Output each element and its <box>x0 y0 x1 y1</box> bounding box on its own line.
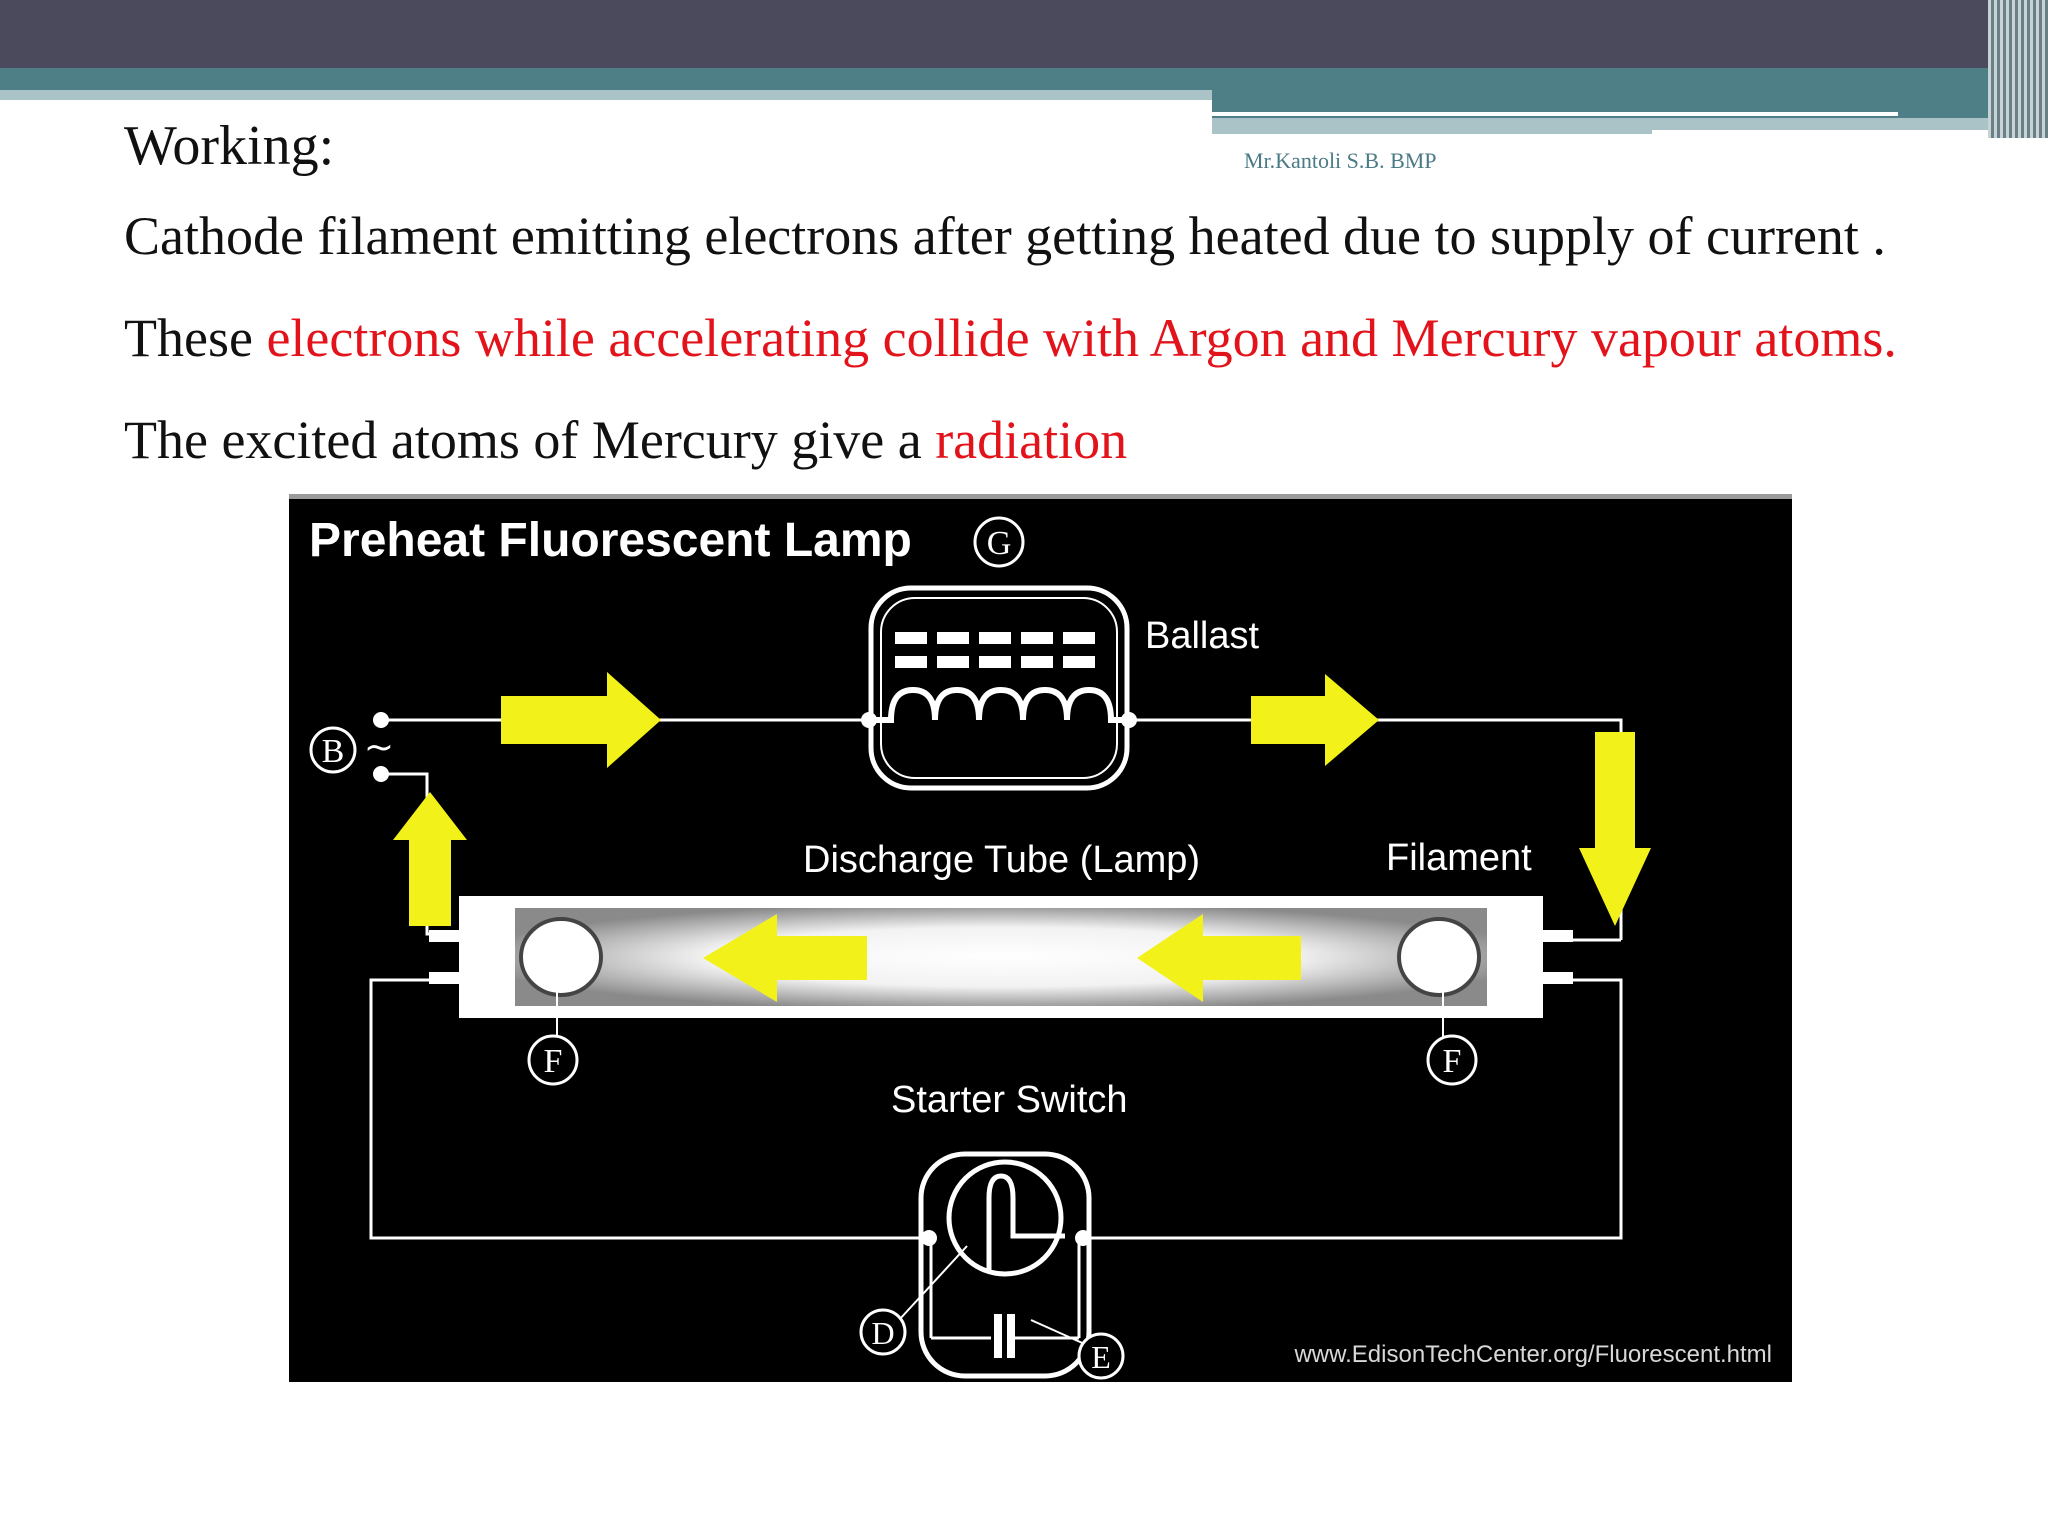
line3-highlight: radiation <box>935 410 1128 470</box>
tube-arrow-left-1 <box>703 914 867 1002</box>
marker-f-right: F <box>1443 1043 1462 1080</box>
arrow-right-1 <box>501 672 661 768</box>
arrow-right-2 <box>1251 674 1379 766</box>
ac-source-symbol: ~ <box>364 727 394 768</box>
marker-e-circle <box>1077 1332 1125 1380</box>
marker-d-circle <box>859 1308 907 1356</box>
source-terminal-bottom <box>373 766 389 782</box>
marker-f-left-circle <box>527 1034 579 1086</box>
top-bar <box>0 0 2048 68</box>
line2-prefix: These <box>124 308 267 368</box>
text-line-2: These electrons while accelerating colli… <box>124 307 1897 369</box>
header-divider <box>1212 112 1898 116</box>
lamp-circuit-diagram: Preheat Fluorescent Lamp G ~ B Ballast <box>289 494 1792 1382</box>
line1-text: Cathode filament emitting electrons afte… <box>124 206 1886 266</box>
tube-label: Discharge Tube (Lamp) <box>803 839 1200 881</box>
source-terminal-top <box>373 712 389 728</box>
marker-f-left: F <box>544 1043 563 1080</box>
arrow-up <box>393 792 467 926</box>
arrow-down <box>1579 732 1651 926</box>
ballast-label: Ballast <box>1145 615 1259 657</box>
line3-prefix: The excited atoms of Mercury give a <box>124 410 936 470</box>
tube-flow-arrows <box>703 914 1301 1002</box>
diagram-top-border <box>289 494 1792 499</box>
filament-label: Filament <box>1386 837 1532 879</box>
marker-d: D <box>871 1315 894 1351</box>
header-divider <box>1652 130 2008 134</box>
ballast <box>861 585 1137 791</box>
text-line-3: The excited atoms of Mercury give a radi… <box>124 409 1127 471</box>
slide-title: Working: <box>124 115 335 177</box>
header-band <box>0 68 2000 90</box>
corner-stripes <box>1988 0 2048 138</box>
starter-label: Starter Switch <box>891 1079 1128 1121</box>
marker-e: E <box>1091 1339 1111 1375</box>
author-credit: Mr.Kantoli S.B. BMP <box>1244 148 1437 173</box>
discharge-tube <box>429 896 1573 1054</box>
marker-g-circle <box>973 516 1025 568</box>
marker-f-right-circle <box>1426 1034 1478 1086</box>
text-line-1: Cathode filament emitting electrons afte… <box>124 205 1886 267</box>
marker-b-circle <box>309 726 357 774</box>
tube-arrow-left-2 <box>1137 914 1301 1002</box>
starter-switch <box>898 1151 1092 1379</box>
header-band-light <box>0 90 1212 100</box>
current-flow-arrows <box>393 672 1651 926</box>
diagram-title: Preheat Fluorescent Lamp <box>309 514 912 567</box>
marker-g: G <box>987 525 1012 562</box>
marker-b: B <box>322 733 345 770</box>
source-credit: www.EdisonTechCenter.org/Fluorescent.htm… <box>1293 1341 1772 1368</box>
line2-highlight: electrons while accelerating collide wit… <box>266 308 1897 368</box>
